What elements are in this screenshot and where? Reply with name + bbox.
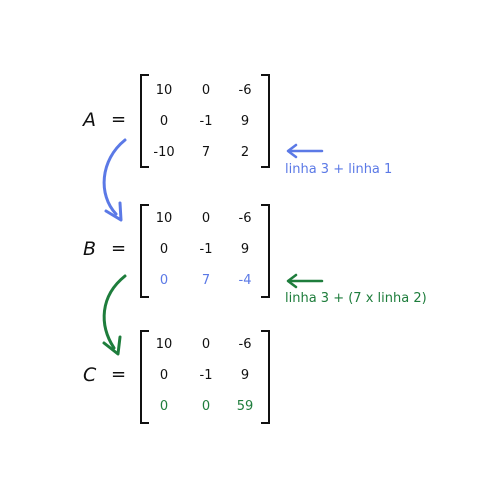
matrix-a-cell-1-2: 0 (201, 83, 211, 98)
matrix-b-left-bracket (140, 204, 149, 298)
matrix-c-cell-1-3: -6 (238, 337, 252, 352)
matrix-c-cell-2-2: -1 (199, 368, 213, 383)
curved-arrow-b-to-c (102, 274, 127, 356)
matrix-a-cell-2-3: 9 (240, 114, 250, 129)
matrix-b-right-bracket (261, 204, 270, 298)
matrix-b-cell-3-3: -4 (238, 273, 252, 288)
matrix-c-cell-3-1: 0 (159, 399, 169, 414)
matrix-a-left-bracket (140, 74, 149, 168)
matrix-b-cell-1-3: -6 (238, 211, 252, 226)
operation-note-1: linha 3 + linha 1 (285, 162, 393, 177)
matrix-a-right-bracket (261, 74, 270, 168)
matrix-b-cell-2-1: 0 (159, 242, 169, 257)
matrix-b-label: B (83, 238, 97, 260)
matrix-b-cell-1-2: 0 (201, 211, 211, 226)
matrix-a-cell-1-3: -6 (238, 83, 252, 98)
matrix-a-cell-1-1: 10 (155, 83, 173, 98)
matrix-a-label: A (83, 109, 96, 131)
matrix-a-cell-3-3: 2 (240, 145, 250, 160)
operation-note-2: linha 3 + (7 x linha 2) (285, 291, 427, 306)
matrix-b-cell-1-1: 10 (155, 211, 173, 226)
matrix-b-equals: = (111, 238, 127, 259)
matrix-c-cell-3-3: 59 (236, 399, 254, 414)
matrix-a-cell-2-2: -1 (199, 114, 213, 129)
matrix-c-cell-1-2: 0 (201, 337, 211, 352)
matrix-c-label: C (83, 364, 97, 386)
matrix-c-cell-2-3: 9 (240, 368, 250, 383)
left-arrow-blue (286, 143, 324, 159)
matrix-c-cell-2-1: 0 (159, 368, 169, 383)
matrix-b-cell-3-2: 7 (201, 273, 211, 288)
matrix-a-cell-2-1: 0 (159, 114, 169, 129)
matrix-a-cell-3-1: -10 (153, 145, 175, 160)
matrix-b-cell-3-1: 0 (159, 273, 169, 288)
matrix-b-cell-2-2: -1 (199, 242, 213, 257)
matrix-a-cell-3-2: 7 (201, 145, 211, 160)
matrix-b-cell-2-3: 9 (240, 242, 250, 257)
left-arrow-green (286, 273, 324, 289)
matrix-c-equals: = (111, 364, 127, 385)
matrix-c-cell-3-2: 0 (201, 399, 211, 414)
curved-arrow-a-to-b (102, 138, 127, 222)
matrix-c-left-bracket (140, 330, 149, 424)
matrix-c-right-bracket (261, 330, 270, 424)
matrix-a-equals: = (111, 109, 127, 130)
matrix-c-cell-1-1: 10 (155, 337, 173, 352)
